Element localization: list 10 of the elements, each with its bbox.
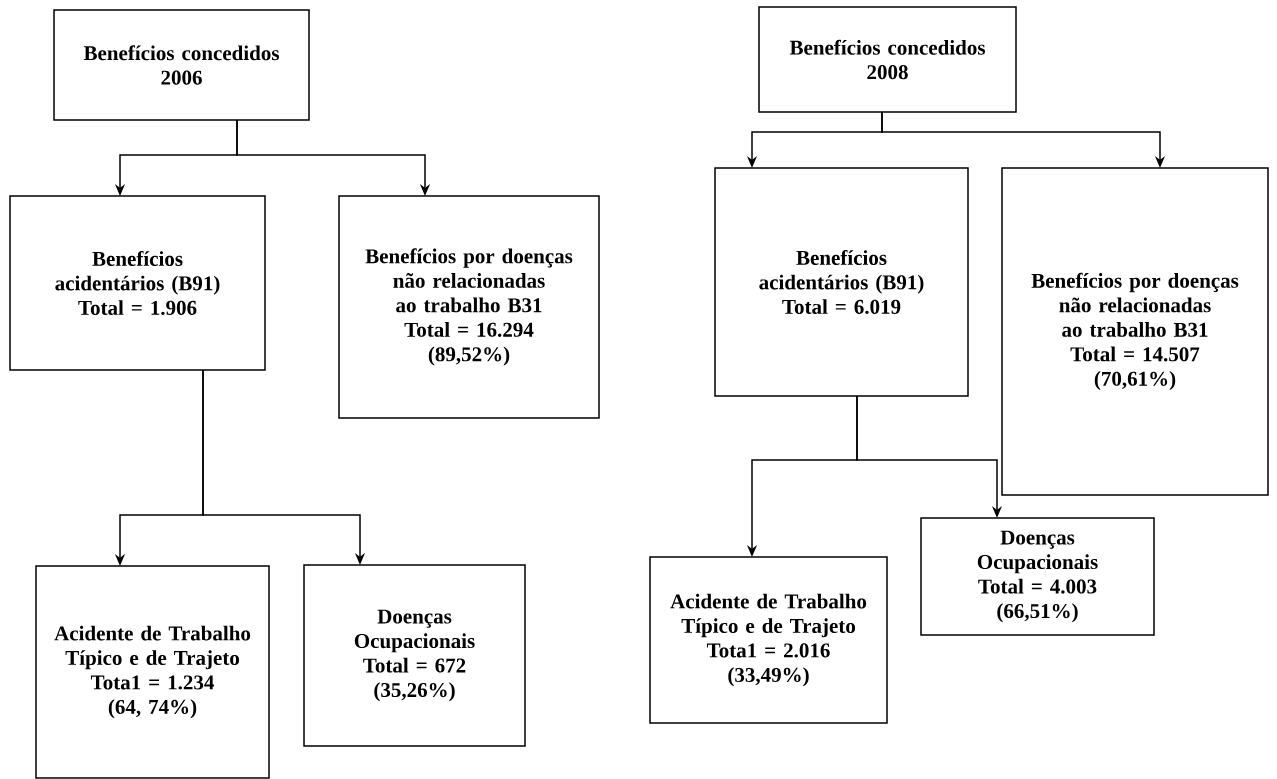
process-box: Benefícios por doenças não relacionadas ao trabalho B31 Total = 14.507 (70,61%) <box>1001 167 1269 496</box>
process-box: Benefícios acidentários (B91) Total = 6.019 <box>714 167 969 397</box>
process-box: Doenças Ocupacionais Total = 672 (35,26%) <box>303 564 526 747</box>
process-box: Doenças Ocupacionais Total = 4.003 (66,51%) <box>920 517 1155 636</box>
process-box: Benefícios por doenças não relacionadas ao trabalho B31 Total = 16.294 (89,52%) <box>338 195 600 419</box>
process-box: Benefícios concedidos 2006 <box>53 9 310 121</box>
process-box: Benefícios concedidos 2008 <box>758 6 1017 113</box>
process-box: Benefícios acidentários (B91) Total = 1.906 <box>9 195 266 371</box>
process-box: Acidente de Trabalho Típico e de Trajeto Tota1 = 2.016 (33,49%) <box>649 556 888 724</box>
process-box: Acidente de Trabalho Típico e de Trajeto Tota1 = 1.234 (64, 74%) <box>35 565 270 779</box>
